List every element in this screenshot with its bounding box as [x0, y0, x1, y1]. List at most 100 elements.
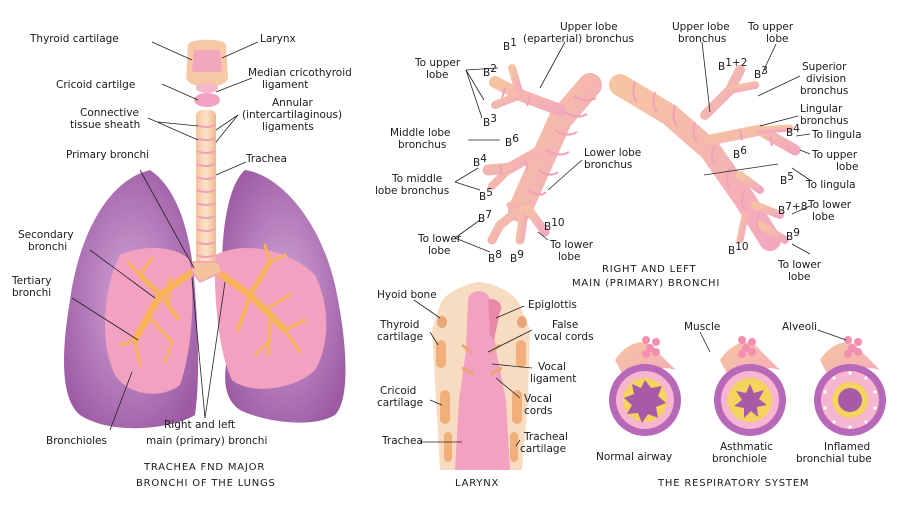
caption-lungs-1: TRACHEA FND MAJOR	[143, 462, 265, 473]
label-to-lower-l-1: To lower	[807, 199, 852, 211]
label-to-lower-r2-1: To lower	[549, 239, 594, 251]
label-to-lower-r-1: To lower	[417, 233, 462, 245]
larynx-panel: Hyoid bone Thyroid cartilage Cricoid car…	[377, 282, 594, 489]
label-larynx-thyroid-2: cartilage	[377, 331, 423, 343]
label-to-upper-l2-2: lobe	[836, 161, 858, 173]
label-lower-lobe-2: bronchus	[584, 159, 632, 171]
seg-l4: B4	[786, 123, 800, 139]
seg-b4: B4	[473, 153, 487, 169]
label-thyroid-cartilage: Thyroid cartilage	[29, 33, 119, 45]
label-epiglottis: Epiglottis	[528, 299, 577, 311]
seg-l3: B3	[754, 65, 768, 81]
hyoid-bone-shape-r	[517, 316, 527, 328]
cricoid-ring	[194, 93, 220, 107]
label-to-upper-lobe-l-2: lobe	[766, 33, 788, 45]
label-lingular-1: Lingular	[800, 103, 843, 115]
tracheal-cartilage-right	[510, 432, 518, 462]
label-to-lower-r2-2: lobe	[558, 251, 580, 263]
caption-larynx: LARYNX	[455, 478, 499, 489]
label-muscle: Muscle	[684, 321, 720, 333]
right-bronchus-tree	[482, 64, 602, 245]
label-to-lower-l2-2: lobe	[788, 271, 810, 283]
seg-b3: B3	[483, 113, 497, 129]
left-bronchus-rings	[632, 81, 773, 233]
caption-airways: THE RESPIRATORY SYSTEM	[657, 478, 809, 489]
seg-l12: B1+2	[718, 57, 747, 73]
right-bronchus-rings	[499, 87, 597, 196]
seg-b1: B1	[503, 37, 517, 53]
label-larynx-cricoid-1: Cricoid	[380, 385, 416, 397]
label-hyoid: Hyoid bone	[377, 289, 437, 301]
label-tertiary-2: bronchi	[12, 287, 51, 299]
label-lingular-2: bronchus	[800, 115, 848, 127]
bronchi-panel: Upper lobe (eparterial) bronchus To uppe…	[375, 21, 862, 289]
label-right-left-2: main (primary) bronchi	[146, 435, 267, 447]
label-to-lower-l2-1: To lower	[777, 259, 822, 271]
label-vocal-cords-2: cords	[524, 405, 552, 417]
label-to-upper-lobe-r-2: lobe	[426, 69, 448, 81]
seg-b7: B7	[478, 209, 492, 225]
airway-asthmatic	[714, 336, 786, 436]
tracheal-rings	[196, 124, 216, 258]
seg-l9: B9	[786, 227, 800, 243]
label-alveoli: Alveoli	[782, 321, 817, 333]
larynx-airway	[455, 291, 510, 470]
label-connective-1: Connective	[80, 107, 139, 119]
larynx-leaders	[413, 299, 533, 447]
cricoid-cartilage-left	[440, 390, 450, 424]
label-superior-3: bronchus	[800, 85, 848, 97]
label-right-left-1: Right and left	[164, 419, 235, 431]
label-annular-2: (intercartilaginous)	[242, 109, 342, 121]
bronchial-tree-left	[211, 243, 307, 357]
seg-l5: B5	[780, 171, 794, 187]
label-larynx-thyroid-1: Thyroid	[379, 319, 419, 331]
airway-normal	[609, 336, 681, 436]
label-upper-left-1: Upper lobe	[672, 21, 730, 33]
seg-b6: B6	[505, 133, 519, 149]
seg-b9: B9	[510, 249, 524, 265]
epiglottis-shape	[488, 299, 502, 340]
label-bronchioles: Bronchioles	[46, 435, 107, 447]
airways-panel: Muscle Alveoli Normal airway Asthmatic b…	[596, 321, 886, 489]
label-to-upper-lobe-r-1: To upper	[414, 57, 461, 69]
label-tracheal-1: Tracheal	[523, 431, 568, 443]
label-inflamed-2: bronchial tube	[796, 453, 872, 465]
label-to-lower-r-2: lobe	[428, 245, 450, 257]
label-to-lingula-2: To lingula	[805, 179, 856, 191]
lung-leaders	[71, 41, 259, 431]
label-superior-1: Superior	[802, 61, 847, 73]
thyroid-cartilage-shape	[192, 50, 222, 72]
label-median-cricothyroid-2: ligament	[262, 79, 308, 91]
cricoid-cartilage-right	[512, 390, 522, 424]
label-vocal-lig-2: ligament	[530, 373, 576, 385]
label-lower-lobe-1: Lower lobe	[584, 147, 641, 159]
bronchi-leaders	[454, 41, 811, 255]
label-to-middle-1: To middle	[391, 173, 442, 185]
segment-labels: B1 B2 B3 B6 B4 B5 B7 B10 B8 B9 B1+2 B3 B…	[473, 37, 807, 265]
label-to-middle-2: lobe bronchus	[375, 185, 449, 197]
label-middle-lobe-2: bronchus	[398, 139, 446, 151]
label-to-lingula: To lingula	[811, 129, 862, 141]
label-secondary-1: Secondary	[18, 229, 74, 241]
label-middle-lobe-1: Middle lobe	[390, 127, 451, 139]
label-upper-left-2: bronchus	[678, 33, 726, 45]
label-normal-airway: Normal airway	[596, 451, 672, 463]
caption-bronchi-2: MAIN (PRIMARY) BRONCHI	[572, 278, 720, 289]
label-larynx: Larynx	[260, 33, 296, 45]
vocal-cords-shape	[461, 366, 503, 376]
thyroid-cartilage-left	[436, 340, 446, 368]
label-primary-bronchi: Primary bronchi	[66, 149, 149, 161]
label-tracheal-2: cartilage	[520, 443, 566, 455]
caption-bronchi-1: RIGHT AND LEFT	[602, 264, 697, 275]
label-vocal-lig-1: Vocal	[538, 361, 566, 373]
seg-b5: B5	[479, 187, 493, 203]
label-upper-eparterial-1: Upper lobe	[560, 21, 618, 33]
label-asthmatic-2: bronchiole	[712, 453, 767, 465]
left-bronchus-tree	[609, 65, 801, 251]
label-vocal-cords-1: Vocal	[524, 393, 552, 405]
label-connective-2: tissue sheath	[70, 119, 140, 131]
label-to-upper-l2-1: To upper	[811, 149, 858, 161]
label-false-1: False	[552, 319, 578, 331]
label-larynx-cricoid-2: cartilage	[377, 397, 423, 409]
